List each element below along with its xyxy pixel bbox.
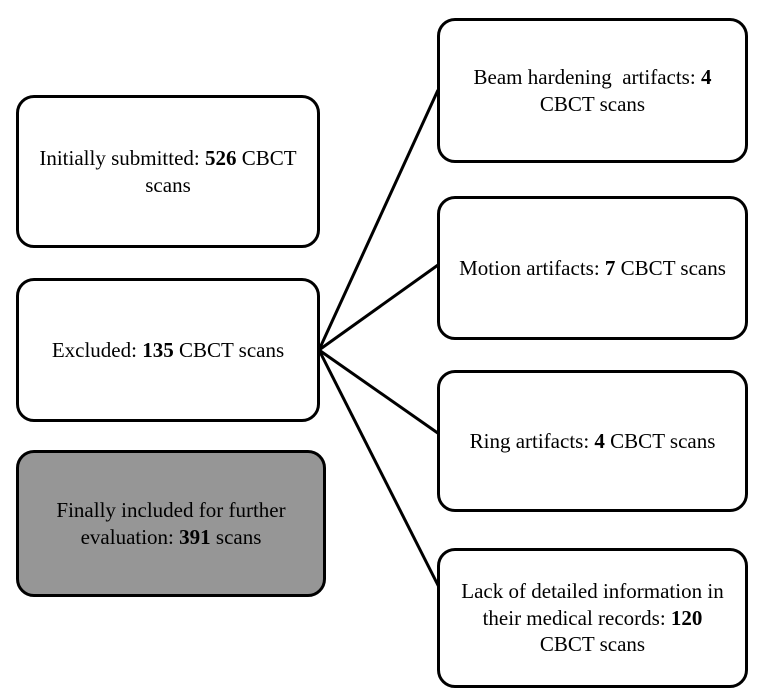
node-motion-artifacts: Motion artifacts: 7 CBCT scans xyxy=(437,196,748,340)
node-excluded-label: Excluded: 135 CBCT scans xyxy=(51,337,285,362)
node-excluded: Excluded: 135 CBCT scans xyxy=(16,278,320,422)
node-ring-artifacts: Ring artifacts: 4 CBCT scans xyxy=(437,370,748,512)
node-finally-included: Finally included for further evaluation:… xyxy=(16,450,326,597)
node-beam-hardening-artifacts-label: Beam hardening artifacts: 4 CBCT scans xyxy=(473,64,717,116)
node-lack-of-information-label: Lack of detailed information in their me… xyxy=(461,578,729,657)
connector-excluded-to-motion xyxy=(318,263,439,352)
connector-excluded-to-ring xyxy=(318,348,443,438)
node-finally-included-label: Finally included for further evaluation:… xyxy=(56,497,291,549)
node-lack-of-information: Lack of detailed information in their me… xyxy=(437,548,748,688)
node-beam-hardening-artifacts: Beam hardening artifacts: 4 CBCT scans xyxy=(437,18,748,163)
connector-excluded-to-lack-of-information xyxy=(317,349,450,606)
node-ring-artifacts-label: Ring artifacts: 4 CBCT scans xyxy=(469,428,716,453)
node-initially-submitted-label: Initially submitted: 526 CBCT scans xyxy=(39,145,302,197)
node-motion-artifacts-label: Motion artifacts: 7 CBCT scans xyxy=(459,255,726,280)
connector-excluded-to-beam-hardening xyxy=(317,89,440,351)
node-initially-submitted: Initially submitted: 526 CBCT scans xyxy=(16,95,320,248)
